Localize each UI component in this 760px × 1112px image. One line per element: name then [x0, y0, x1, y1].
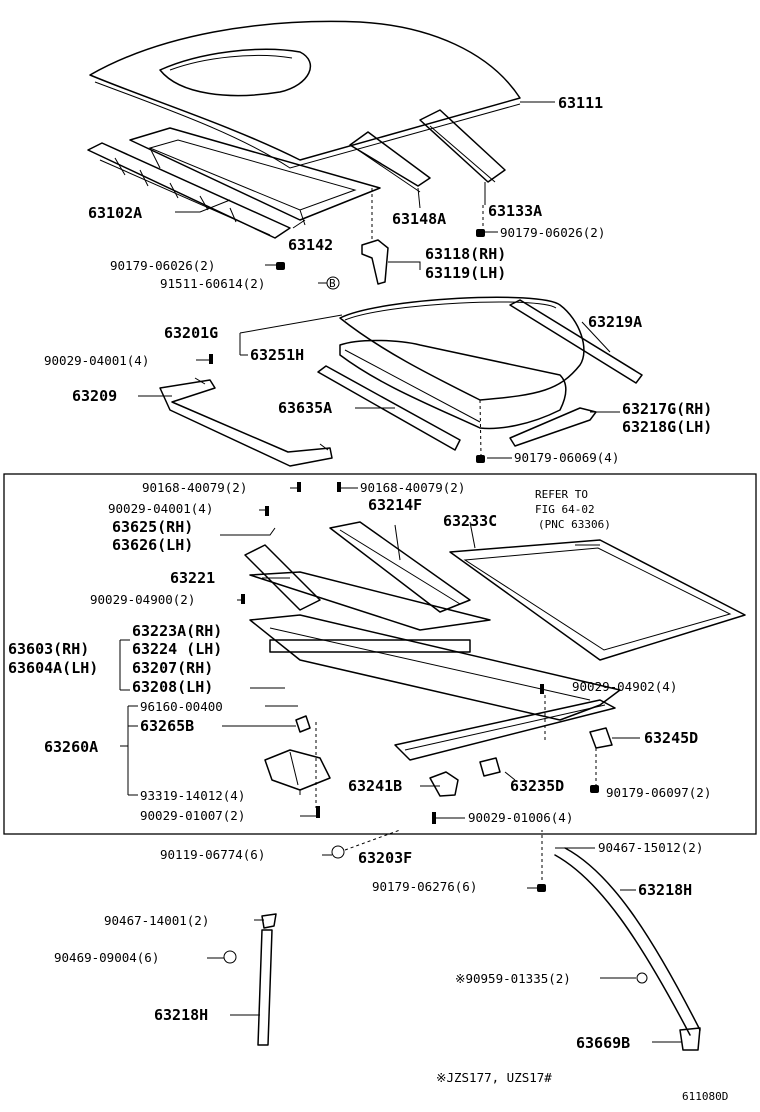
- label-63217g: 63217G(RH): [622, 400, 712, 418]
- label-90467-15012: 90467-15012(2): [598, 840, 703, 855]
- label-63201g: 63201G: [164, 324, 218, 342]
- label-96160-00400: 96160-00400: [140, 699, 223, 714]
- label-63245d: 63245D: [644, 729, 698, 747]
- label-63626: 63626(LH): [112, 536, 193, 554]
- drain-hose-left-drawing: [257, 913, 277, 1046]
- motor-drawing: [264, 749, 331, 791]
- label-63218h-left: 63218H: [154, 1006, 208, 1024]
- label-90469-09004: 90469-09004(6): [54, 950, 159, 965]
- label-63233c: 63233C: [443, 512, 497, 530]
- clips-drawing: [295, 715, 613, 797]
- label-63241b: 63241B: [348, 777, 402, 795]
- weatherstrip-drawing: [339, 339, 567, 430]
- sunroof-housing-detail-frame: [3, 473, 757, 835]
- label-90179-06276: 90179-06276(6): [372, 879, 477, 894]
- label-63118: 63118(RH): [425, 245, 506, 263]
- label-63669b: 63669B: [576, 1034, 630, 1052]
- label-63235d: 63235D: [510, 777, 564, 795]
- housing-drawing: [244, 521, 746, 761]
- label-63224: 63224 (LH): [132, 640, 222, 658]
- svg-text:B: B: [329, 277, 336, 290]
- label-63111: 63111: [558, 94, 603, 112]
- roof-panel-drawing: [89, 20, 521, 169]
- label-90168-40079-right: 90168-40079(2): [360, 480, 465, 495]
- label-63119: 63119(LH): [425, 264, 506, 282]
- label-63260a: 63260A: [44, 738, 98, 756]
- label-90029-04902: 90029-04902(4): [572, 679, 677, 694]
- label-90179-06097: 90179-06097(2): [606, 785, 711, 800]
- label-90029-04900: 90029-04900(2): [90, 592, 195, 607]
- label-93319-14012: 93319-14012(4): [140, 788, 245, 803]
- label-90179-06069: 90179-06069(4): [514, 450, 619, 465]
- bracket-drawing: [361, 239, 389, 285]
- reinforcement-frame-drawing: [129, 127, 381, 226]
- refer-note-line3: (PNC 63306): [538, 518, 611, 531]
- label-90168-40079-left: 90168-40079(2): [142, 480, 247, 495]
- roof-bow-drawing: [349, 131, 431, 193]
- footnote-models: ※JZS177, UZS17#: [436, 1070, 552, 1085]
- label-63221: 63221: [170, 569, 215, 587]
- label-90467-14001: 90467-14001(2): [104, 913, 209, 928]
- label-63207: 63207(RH): [132, 659, 213, 677]
- label-90029-01006: 90029-01006(4): [468, 810, 573, 825]
- label-63102a: 63102A: [88, 204, 142, 222]
- frame-drawing: [159, 377, 333, 467]
- label-63223a: 63223A(RH): [132, 622, 222, 640]
- label-90119-06774: 90119-06774(6): [160, 847, 265, 862]
- front-header-drawing: [87, 142, 291, 239]
- label-90179-06026-left: 90179-06026(2): [110, 258, 215, 273]
- label-63203f: 63203F: [358, 849, 412, 867]
- label-63604a: 63604A(LH): [8, 659, 98, 677]
- roof-rail-drawing: [419, 109, 506, 183]
- label-63251h: 63251H: [250, 346, 304, 364]
- label-63214f: 63214F: [368, 496, 422, 514]
- refer-note-line1: REFER TO: [535, 488, 588, 501]
- label-63148a: 63148A: [392, 210, 446, 228]
- label-63209: 63209: [72, 387, 117, 405]
- label-63218h-right: 63218H: [638, 881, 692, 899]
- part-labels: 63111 63102A 63142 63148A 63133A 90179-0…: [8, 94, 728, 1103]
- seal-strip-drawing: [509, 299, 643, 384]
- guide-drawing: [509, 407, 597, 447]
- label-63142: 63142: [288, 236, 333, 254]
- deflector-drawing: [317, 365, 461, 451]
- label-63635a: 63635A: [278, 399, 332, 417]
- label-91511-60614: 91511-60614(2): [160, 276, 265, 291]
- fastener-glyphs: B: [209, 229, 648, 984]
- leader-lines: [119, 101, 682, 1043]
- label-90179-06026-right: 90179-06026(2): [500, 225, 605, 240]
- label-90029-04001-inner: 90029-04001(4): [108, 501, 213, 516]
- label-63133a: 63133A: [488, 202, 542, 220]
- label-90959-01335: ※90959-01335(2): [455, 971, 571, 986]
- glass-panel-drawing: [339, 296, 585, 401]
- label-63208: 63208(LH): [132, 678, 213, 696]
- drain-hose-right-drawing: [554, 847, 701, 1051]
- label-90029-04001-top: 90029-04001(4): [44, 353, 149, 368]
- label-90029-01007: 90029-01007(2): [140, 808, 245, 823]
- label-63603: 63603(RH): [8, 640, 89, 658]
- label-63219a: 63219A: [588, 313, 642, 331]
- label-63218g: 63218G(LH): [622, 418, 712, 436]
- refer-note-line2: FIG 64-02: [535, 503, 595, 516]
- label-63625: 63625(RH): [112, 518, 193, 536]
- figure-code: 611080D: [682, 1090, 728, 1103]
- label-63265b: 63265B: [140, 717, 194, 735]
